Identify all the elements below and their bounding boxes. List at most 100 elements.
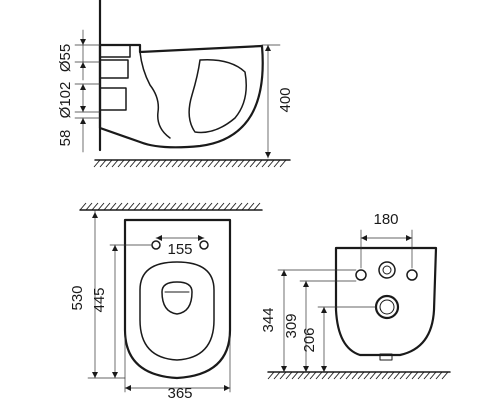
hatch-stroke bbox=[423, 371, 431, 380]
bowl-inner-side bbox=[139, 51, 171, 139]
wall-hatch-top bbox=[79, 202, 261, 211]
hatch-stroke bbox=[109, 202, 117, 211]
hatch-stroke bbox=[261, 159, 269, 168]
dim-h530: 530 bbox=[69, 285, 86, 310]
hatch-stroke bbox=[181, 202, 189, 211]
hatch-stroke bbox=[345, 371, 353, 380]
hatch-stroke bbox=[135, 159, 143, 168]
hatch-stroke bbox=[303, 371, 311, 380]
hatch-stroke bbox=[187, 202, 195, 211]
hatch-stroke bbox=[85, 202, 93, 211]
dim-h445: 445 bbox=[91, 287, 108, 312]
hatch-stroke bbox=[111, 159, 119, 168]
hatch-stroke bbox=[255, 159, 263, 168]
hatch-stroke bbox=[213, 159, 221, 168]
hatch-stroke bbox=[159, 159, 167, 168]
hatch-stroke bbox=[381, 371, 389, 380]
rear-foot bbox=[379, 353, 393, 361]
hatch-stroke bbox=[79, 202, 87, 211]
toilet-body-side bbox=[98, 43, 264, 149]
hatch-stroke bbox=[153, 159, 161, 168]
hatch-stroke bbox=[195, 159, 203, 168]
hatch-stroke bbox=[157, 202, 165, 211]
hatch-stroke bbox=[211, 202, 219, 211]
hatch-stroke bbox=[241, 202, 249, 211]
toilet-outline-rear bbox=[334, 246, 438, 357]
hatch-stroke bbox=[375, 371, 383, 380]
toilet-outline-top bbox=[123, 218, 232, 380]
hatch-stroke bbox=[129, 159, 137, 168]
hatch-stroke bbox=[399, 371, 407, 380]
dim-h206: 206 bbox=[301, 327, 318, 352]
dim-d55: Ø55 bbox=[57, 44, 74, 72]
dim-h344: 344 bbox=[260, 307, 277, 332]
bowl-outline-top bbox=[139, 261, 215, 361]
hatch-stroke bbox=[175, 202, 183, 211]
hatch-stroke bbox=[141, 159, 149, 168]
hatch-stroke bbox=[315, 371, 323, 380]
hatch-stroke bbox=[133, 202, 141, 211]
hatch-stroke bbox=[91, 202, 99, 211]
dim-d102: Ø102 bbox=[57, 82, 74, 119]
hatch-stroke bbox=[151, 202, 159, 211]
hatch-stroke bbox=[201, 159, 209, 168]
hatch-stroke bbox=[121, 202, 129, 211]
hatch-stroke bbox=[199, 202, 207, 211]
hatch-stroke bbox=[177, 159, 185, 168]
hatch-stroke bbox=[249, 159, 257, 168]
hatch-stroke bbox=[273, 371, 281, 380]
hatch-stroke bbox=[393, 371, 401, 380]
hatch-stroke bbox=[247, 202, 255, 211]
hatch-stroke bbox=[189, 159, 197, 168]
hatch-stroke bbox=[171, 159, 179, 168]
hatch-stroke bbox=[223, 202, 231, 211]
hatch-stroke bbox=[339, 371, 347, 380]
hatch-stroke bbox=[117, 159, 125, 168]
rear-water-inlet bbox=[378, 261, 396, 279]
hatch-stroke bbox=[225, 159, 233, 168]
hatch-stroke bbox=[253, 202, 261, 211]
hatch-stroke bbox=[267, 371, 275, 380]
hatch-stroke bbox=[193, 202, 201, 211]
hatch-stroke bbox=[291, 371, 299, 380]
dim-h309: 309 bbox=[283, 313, 300, 338]
hatch-stroke bbox=[429, 371, 437, 380]
rear-fixing-left bbox=[355, 269, 367, 281]
hatch-stroke bbox=[405, 371, 413, 380]
hatch-stroke bbox=[351, 371, 359, 380]
hatch-stroke bbox=[169, 202, 177, 211]
hatch-stroke bbox=[273, 159, 281, 168]
hatch-stroke bbox=[99, 159, 107, 168]
hatch-stroke bbox=[327, 371, 335, 380]
drain-top bbox=[161, 281, 193, 315]
top-view: 155 530 445 365 bbox=[69, 202, 263, 400]
hatch-stroke bbox=[229, 202, 237, 211]
bowl-rim-side bbox=[188, 59, 247, 134]
hatch-stroke bbox=[115, 202, 123, 211]
hatch-stroke bbox=[387, 371, 395, 380]
floor-hatch bbox=[93, 159, 287, 168]
dim-h58: 58 bbox=[57, 130, 74, 147]
hatch-stroke bbox=[127, 202, 135, 211]
hatch-stroke bbox=[369, 371, 377, 380]
hatch-stroke bbox=[219, 159, 227, 168]
dim-w180: 180 bbox=[373, 211, 398, 228]
hatch-stroke bbox=[357, 371, 365, 380]
hatch-stroke bbox=[441, 371, 449, 380]
pipe-102 bbox=[99, 87, 127, 111]
hatch-stroke bbox=[147, 159, 155, 168]
hatch-stroke bbox=[237, 159, 245, 168]
hatch-stroke bbox=[123, 159, 131, 168]
hatch-stroke bbox=[139, 202, 147, 211]
hatch-stroke bbox=[217, 202, 225, 211]
pipe-55-collar bbox=[99, 59, 129, 79]
rear-outlet bbox=[374, 294, 400, 320]
hatch-stroke bbox=[97, 202, 105, 211]
hatch-stroke bbox=[279, 371, 287, 380]
hatch-stroke bbox=[235, 202, 243, 211]
side-view: Ø55 Ø102 58 400 bbox=[57, 0, 294, 168]
fixing-hole-right bbox=[199, 240, 209, 250]
fixing-hole-left bbox=[151, 240, 161, 250]
pipe-55 bbox=[99, 44, 131, 58]
